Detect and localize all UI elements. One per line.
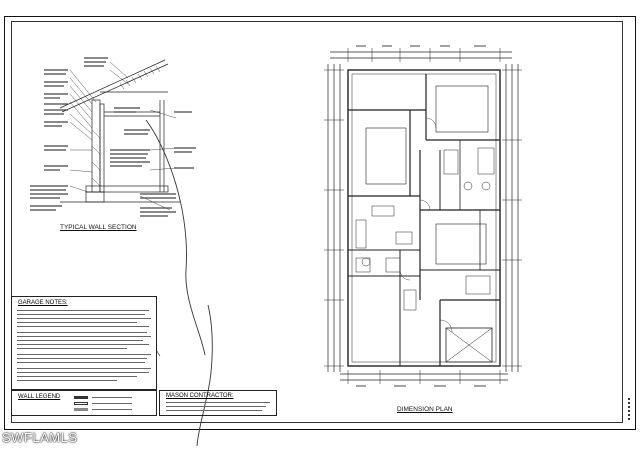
roof-rafter-line [59,59,166,109]
garage-area [445,327,493,363]
mason-contractor-title: MASON CONTRACTOR: [166,393,234,399]
watermark: SWFLAMLS [2,430,78,445]
notes-text-line [17,368,151,369]
legend-swatch [74,396,88,399]
notes-text-line [17,358,147,359]
legend-swatch [74,408,88,411]
mason-contractor-box: MASON CONTRACTOR: [159,390,277,416]
mason-text-line [166,406,266,407]
notes-text-line [17,314,145,315]
notes-text-line [17,380,117,381]
notes-text-line [17,340,143,341]
sheet-edge-marks [626,396,632,424]
legend-text-line [92,409,132,410]
notes-text-line [17,310,149,311]
notes-text-line [17,362,145,363]
pen-stroke [145,119,206,356]
notes-text-line [17,348,127,349]
section-title: TYPICAL WALL SECTION [60,224,137,231]
mason-text-line [166,402,270,403]
mason-text-line [166,410,262,411]
notes-text-line [17,322,137,323]
legend-text-line [92,403,132,404]
plan-title: DIMENSION PLAN [397,406,453,413]
notes-text-line [17,376,137,377]
notes-text-line [17,332,147,333]
notes-text-line [17,372,149,373]
notes-text-line [17,336,151,337]
notes-text-line [17,344,149,345]
wall-legend-title: WALL LEGEND [18,394,61,400]
wall-legend-box: WALL LEGEND [11,390,157,416]
sheet-border [11,21,623,423]
floor-plan-outline [347,69,501,367]
legend-swatch [74,402,88,405]
legend-text-line [92,397,132,398]
room-area [365,127,407,185]
notes-text-line [17,354,151,355]
garage-notes-title: GARAGE NOTES: [18,300,68,306]
wall-stud [91,99,101,193]
notes-text-line [17,326,149,327]
garage-notes-box: GARAGE NOTES: [11,296,157,390]
notes-text-line [17,318,151,319]
